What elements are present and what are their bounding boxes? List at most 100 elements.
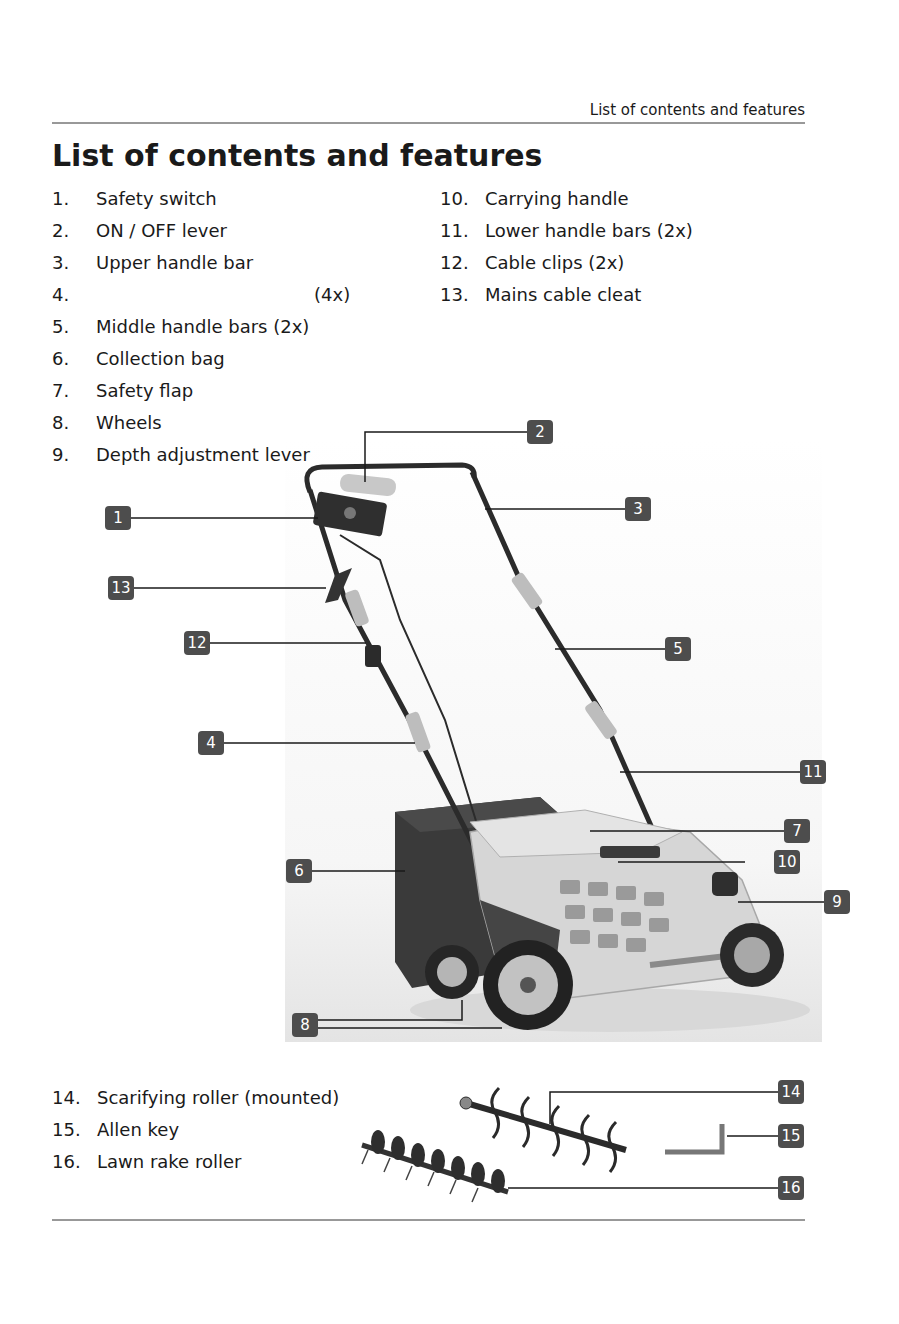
scarifier-body-part [600, 846, 660, 858]
handle-part [365, 645, 381, 667]
parts-list-text: Cable clips (2x) [485, 251, 624, 275]
parts-list-text: 13. [440, 283, 469, 307]
callout-number-text: 7 [792, 822, 802, 840]
callout-number-text: 2 [535, 423, 545, 441]
leader-lines-part [318, 1027, 502, 1029]
parts-list-text: 8. [52, 411, 69, 435]
callout-number: 2 [527, 420, 553, 444]
parts-list-text: 4. [52, 283, 69, 307]
allen-key [665, 1124, 722, 1152]
callout-number-text: 4 [206, 734, 216, 752]
parts-list-text: Lower handle bars (2x) [485, 219, 693, 243]
parts-list-text: Lawn rake roller [97, 1150, 241, 1174]
wheels-part [483, 940, 573, 1030]
callout-number: 7 [784, 819, 810, 843]
scarifier-body-part-part [644, 892, 664, 906]
callout-number: 13 [108, 576, 134, 600]
callout-number-text: 6 [294, 862, 304, 880]
handle [307, 465, 667, 862]
scarifier-body-part-part [565, 905, 585, 919]
handle-part [584, 700, 618, 741]
parts-list-text: 12. [440, 251, 469, 275]
scarifying-roller [460, 1088, 626, 1172]
handle-part [339, 473, 397, 497]
callout-number-text: 3 [633, 500, 643, 518]
parts-list-text: 11. [440, 219, 469, 243]
lawn-rake-roller-part [362, 1150, 478, 1202]
rules-part [52, 123, 805, 124]
scarifier-body-part-part [616, 886, 636, 900]
wheels-part [520, 977, 536, 993]
scarifier-body-part-part [593, 908, 613, 922]
parts-list-text: 5. [52, 315, 69, 339]
page-title: List of contents and features [52, 136, 542, 176]
handle-part [472, 472, 667, 862]
callout-number-text: 14 [781, 1083, 800, 1101]
lawn-rake-roller-part-part [431, 1149, 445, 1173]
parts-list-text: 16. [52, 1150, 81, 1174]
lawn-rake-roller-part-part [491, 1169, 505, 1193]
leader-lines-part [550, 1092, 778, 1124]
photo-background [285, 440, 822, 1042]
shadow [410, 988, 810, 1032]
handle-part [313, 491, 388, 537]
lawn-rake-roller-part-part [391, 1136, 405, 1160]
wheels [425, 872, 784, 1030]
callout-number: 8 [292, 1013, 318, 1037]
scarifier-body-part-part [598, 934, 618, 948]
parts-list-text: Middle handle bars (2x) [96, 315, 309, 339]
leader-lines-part [134, 587, 326, 589]
parts-list-text: 1. [52, 187, 69, 211]
wheels-part [712, 872, 738, 896]
parts-list-text: 15. [52, 1118, 81, 1142]
leader-lines-part [555, 648, 665, 650]
leader-lines-part [312, 870, 405, 872]
lawn-rake-roller-part [362, 1145, 508, 1192]
leader-lines-part [365, 432, 527, 482]
leader-lines-part [738, 901, 824, 903]
parts-list-text: Wheels [96, 411, 162, 435]
leader-lines-part [485, 508, 625, 510]
callout-number-text: 11 [803, 763, 822, 781]
callout-number-text: 15 [781, 1127, 800, 1145]
parts-list-text: Scarifying roller (mounted) [97, 1086, 339, 1110]
leader-lines-part [590, 830, 784, 832]
callout-number: 5 [665, 637, 691, 661]
scarifier-body-part-part [560, 880, 580, 894]
wheels-part [425, 945, 479, 999]
leader-lines-part [508, 1187, 778, 1189]
handle-part [310, 490, 482, 862]
leader-lines-part [618, 861, 745, 863]
callout-number: 4 [198, 731, 224, 755]
callout-number-text: 13 [111, 579, 130, 597]
running-header: List of contents and features [590, 98, 805, 122]
lawn-rake-roller-part-part [411, 1143, 425, 1167]
handle-part [510, 571, 543, 610]
callout-number: 9 [824, 890, 850, 914]
scarifier-body-part-part [649, 918, 669, 932]
parts-list-text: (4x) [314, 283, 350, 307]
callout-number-text: 12 [187, 634, 206, 652]
handle-part [340, 535, 488, 860]
parts-list-text: 10. [440, 187, 469, 211]
scarifier-body-part [560, 880, 669, 952]
parts-list-text: 3. [52, 251, 69, 275]
leader-lines-part [318, 1000, 462, 1020]
parts-list-text: 2. [52, 219, 69, 243]
callout-number-text: 10 [777, 853, 796, 871]
lawn-rake-roller-part [371, 1130, 505, 1193]
wheels-part [437, 957, 467, 987]
scarifying-roller-part [492, 1088, 616, 1172]
parts-list-text: Depth adjustment lever [96, 443, 310, 467]
allen-key-part [665, 1124, 722, 1152]
lawn-rake-roller-part-part [471, 1162, 485, 1186]
leader-lines-part [224, 742, 415, 744]
handle-part [344, 507, 356, 519]
parts-list-text: Collection bag [96, 347, 225, 371]
scarifier-body-part [470, 810, 682, 857]
wheels-part [720, 923, 784, 987]
callout-number: 11 [800, 760, 826, 784]
callout-number: 10 [774, 850, 800, 874]
leader-lines-part [727, 1135, 778, 1137]
